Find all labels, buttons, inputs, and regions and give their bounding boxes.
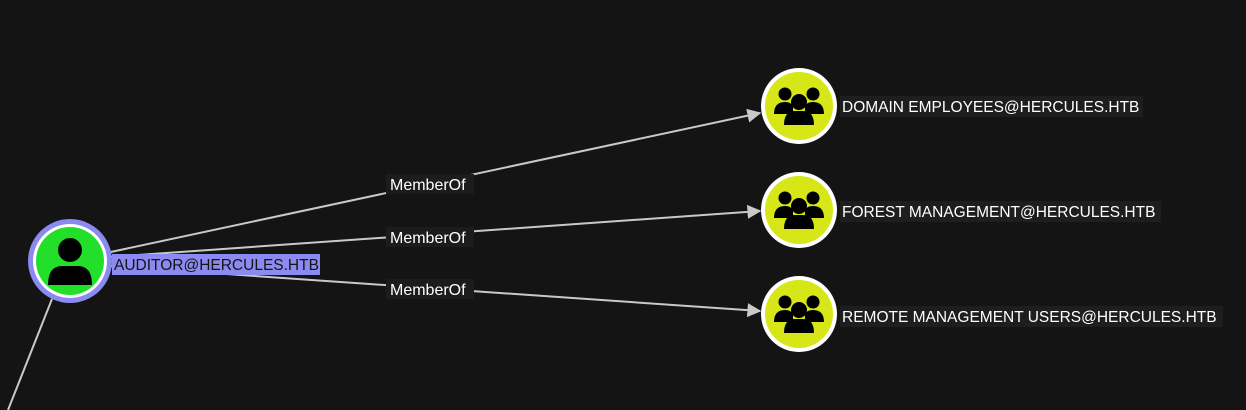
node-forest-management[interactable]: FOREST MANAGEMENT@HERCULES.HTB <box>761 172 1161 248</box>
node-label: FOREST MANAGEMENT@HERCULES.HTB <box>842 204 1155 221</box>
edge-label: MemberOf <box>390 282 466 299</box>
edge-memberof-domain-employees[interactable]: MemberOf <box>105 108 762 254</box>
group-icon <box>774 87 824 125</box>
node-remote-management-users[interactable]: REMOTE MANAGEMENT USERS@HERCULES.HTB <box>761 276 1223 352</box>
edge-label: MemberOf <box>390 230 466 247</box>
edge-label: MemberOf <box>390 177 466 194</box>
edge-memberof-forest-management[interactable]: MemberOf <box>109 204 762 258</box>
group-icon <box>774 295 824 333</box>
node-label: DOMAIN EMPLOYEES@HERCULES.HTB <box>842 99 1139 116</box>
node-domain-employees[interactable]: DOMAIN EMPLOYEES@HERCULES.HTB <box>761 68 1143 144</box>
node-auditor[interactable]: AUDITOR@HERCULES.HTB <box>28 219 320 303</box>
node-label: AUDITOR@HERCULES.HTB <box>114 257 319 274</box>
node-label: REMOTE MANAGEMENT USERS@HERCULES.HTB <box>842 309 1217 326</box>
edge-offscreen[interactable] <box>7 298 53 410</box>
user-icon <box>48 238 92 285</box>
group-icon <box>774 191 824 229</box>
edge-memberof-remote-management[interactable]: MemberOf <box>109 265 762 318</box>
